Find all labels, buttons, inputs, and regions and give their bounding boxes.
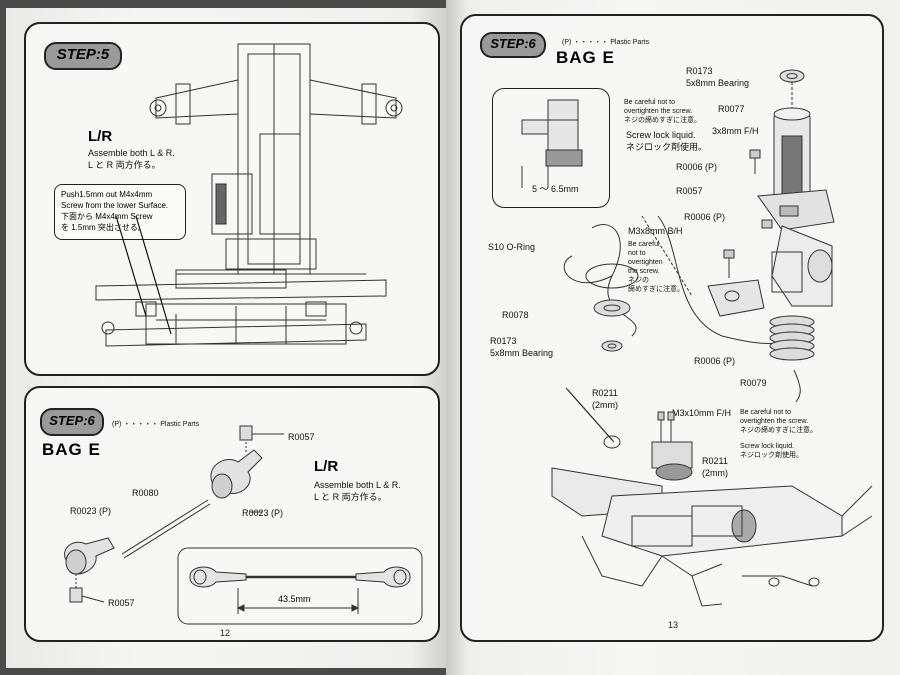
turnbuckle-length-dimension: 43.5mm [278, 594, 311, 604]
label-locklq2-en: Screw lock liquid. [740, 443, 795, 450]
label-careful3-jp: ネジの締めすぎに注意。 [740, 427, 817, 434]
label-m3x8-bh: M3x8mm B/H [628, 226, 683, 236]
label-r0173-top: R0173 [686, 66, 713, 76]
label-r0211-right-size: (2mm) [702, 468, 728, 478]
part-r0023p-left-label: R0023 (P) [70, 506, 112, 516]
step6-left-panel: STEP:6 (P) ・・・・・ Plastic Parts BAG E L/R… [24, 386, 440, 642]
label-careful2-3: overtighten [628, 259, 663, 266]
left-page: STEP:5 L/R Assemble both L & R. L と R 両方… [6, 8, 446, 668]
label-locklq-en: Screw lock liquid. [626, 130, 696, 140]
label-r0057: R0057 [676, 186, 703, 196]
label-r0006p-c: R0006 (P) [694, 356, 736, 366]
label-bearing-top: 5x8mm Bearing [686, 78, 750, 88]
label-careful1-en: Be careful not to [624, 99, 675, 106]
label-r0077: R0077 [718, 104, 745, 114]
label-bearing-bottom: 5x8mm Bearing [490, 348, 554, 358]
label-careful2-4: the screw. [628, 268, 660, 275]
step6-left-bag: BAG E [42, 440, 101, 459]
label-locklq-jp: ネジロック剤使用。 [626, 142, 708, 152]
label-r0211-right: R0211 [702, 456, 728, 466]
step5-badge: STEP:5 [44, 42, 122, 70]
step5-lr-text-en: Assemble both L & R. [88, 148, 175, 158]
label-r0173-bottom: R0173 [490, 336, 517, 346]
part-r0057-top-label: R0057 [288, 432, 315, 442]
turnbuckle-exploded-drawing [64, 425, 423, 625]
chassis-top-view-drawing [95, 43, 403, 347]
label-s10-oring: S10 O-Ring [488, 242, 536, 252]
inset-dimension: 5 ～ 6.5mm [532, 184, 579, 194]
step5-lr-title: L/R [88, 128, 113, 145]
right-page: STEP:6 (P) ・・・・・ Plastic Parts BAG E 5 ～… [446, 0, 900, 675]
label-r0211-left-size: (2mm) [592, 400, 618, 410]
part-r0057-bottom-label: R0057 [108, 598, 135, 608]
step6-right-panel: STEP:6 (P) ・・・・・ Plastic Parts BAG E 5 ～… [460, 14, 884, 642]
callout-line-3: 下面から M4x4mm Screw [61, 212, 153, 221]
label-locklq2-jp: ネジロック剤使用。 [740, 452, 803, 459]
step6-left-lr-text-en: Assemble both L & R. [314, 480, 401, 490]
label-r0211-left: R0211 [592, 388, 618, 398]
label-careful2-2: not to [628, 250, 646, 257]
label-careful3-en: Be careful not to [740, 409, 791, 416]
callout-line-4: を 1.5mm 突出させる。 [61, 223, 146, 232]
step6-left-lr-title: L/R [314, 458, 339, 475]
label-r0006p-b: R0006 (P) [684, 212, 726, 222]
label-careful2-5: ネジの [628, 277, 649, 284]
callout-line-1: Push1.5mm out M4x4mm [61, 190, 153, 199]
callout-line-2: Screw from the lower Surface. [61, 201, 169, 210]
step5-panel: STEP:5 L/R Assemble both L & R. L と R 両方… [24, 22, 440, 376]
part-r0023p-right-label: R0023 (P) [242, 508, 284, 518]
label-r0079: R0079 [740, 378, 767, 388]
left-page-number: 12 [220, 628, 231, 638]
right-page-number: 13 [668, 620, 679, 630]
step6-right-bag: BAG E [556, 48, 615, 67]
label-careful2-6: 締めすぎに注意。 [628, 286, 684, 293]
label-careful1-en2: overtighten the screw. [624, 108, 693, 115]
label-r0006p-a: R0006 (P) [676, 162, 718, 172]
step5-lr-text-jp: L と R 両方作る。 [88, 160, 161, 170]
step6-left-badge: STEP:6 [40, 408, 104, 436]
label-m3x10-fh: M3x10mm F/H [672, 408, 732, 418]
step6-left-lr-text-jp: L と R 両方作る。 [314, 492, 387, 502]
label-screw-fh: 3x8mm F/H [712, 126, 759, 136]
step6-left-plastic-note: (P) ・・・・・ Plastic Parts [112, 421, 200, 428]
step6-right-plastic-note: (P) ・・・・・ Plastic Parts [562, 39, 650, 46]
label-r0078: R0078 [502, 310, 529, 320]
shock-mount-exploded-drawing [521, 69, 873, 607]
part-r0080-label: R0080 [132, 488, 159, 498]
label-careful2-1: Be careful [628, 241, 660, 248]
label-careful1-jp: ネジの締めすぎに注意。 [624, 117, 701, 124]
inset-detail-box [492, 88, 610, 208]
label-careful3-en2: overtighten the screw. [740, 418, 809, 425]
step6-right-badge: STEP:6 [480, 32, 546, 58]
